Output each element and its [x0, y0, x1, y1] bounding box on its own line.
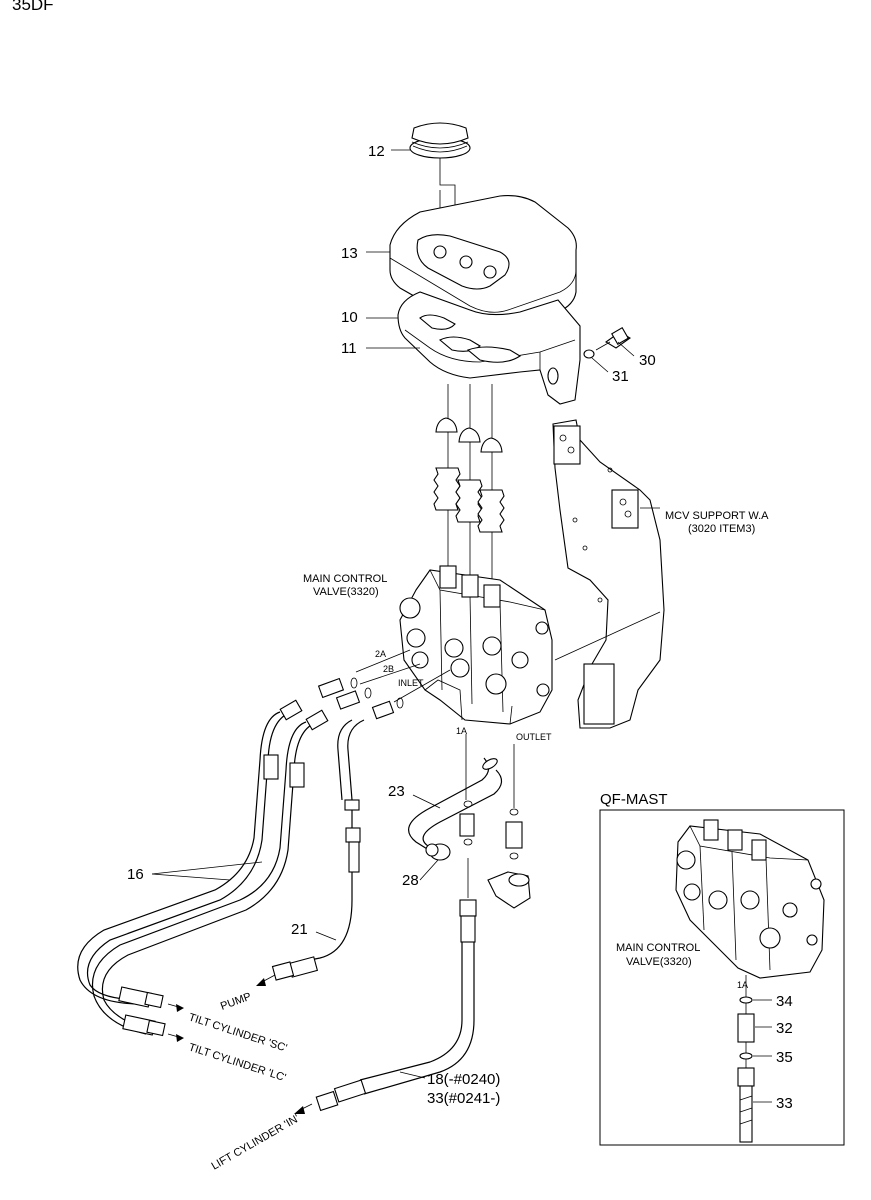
mcv-support-label-1: MCV SUPPORT W.A: [665, 510, 769, 522]
inset-title: QF-MAST: [600, 791, 668, 808]
part-30-bolt: [595, 327, 632, 351]
inset-part-34: [739, 996, 753, 1004]
callout-33-main: 33(#0241-): [427, 1090, 500, 1107]
callout-28: 28: [402, 872, 419, 889]
callout-12: 12: [368, 143, 385, 160]
page-code: 35DF: [12, 0, 54, 14]
callout-10: 10: [341, 309, 358, 326]
pump-label: PUMP: [219, 991, 253, 1013]
main-control-label-1: MAIN CONTROL: [303, 573, 387, 585]
inset-port-1a-label: 1A: [737, 980, 748, 990]
inset-part-33: [737, 1067, 755, 1143]
inset-part-32: [737, 1013, 755, 1043]
part-10-11-bracket: [397, 291, 581, 405]
callout-16: 16: [127, 866, 144, 883]
lift-in-label: LIFT CYLINDER 'IN': [210, 1113, 302, 1173]
part-23-hose: [408, 757, 503, 853]
port-adapters: [317, 677, 404, 720]
part-21-pump-hose: [271, 719, 365, 981]
callout-23: 23: [388, 783, 405, 800]
boot-caps: [435, 417, 503, 453]
mcv-support-label-2: (3020 ITEM3): [688, 523, 755, 535]
part-28-clamp: [425, 843, 451, 861]
inset-callout-34: 34: [776, 993, 793, 1010]
mcv-support: [552, 419, 665, 729]
qf-mast-inset: QF-MAST MAIN CONTROL VALVE(3320) 1A: [599, 791, 845, 1146]
inset-main-control-label-1: MAIN CONTROL: [616, 942, 700, 954]
part-12-cap: [409, 122, 471, 159]
part-16-tilt-hoses: [77, 699, 329, 1037]
part-18-lift-hose: [315, 899, 477, 1112]
inset-valve: [675, 819, 825, 979]
port-2b-label: 2B: [383, 664, 394, 674]
callout-31: 31: [612, 368, 629, 385]
bellows: [433, 467, 505, 533]
inlet-label: INLET: [398, 678, 424, 688]
part-31-washer: [583, 349, 595, 359]
port-2a-label: 2A: [375, 649, 386, 659]
inset-callout-35: 35: [776, 1049, 793, 1066]
main-control-valve: [399, 565, 553, 725]
callout-21: 21: [291, 921, 308, 938]
inset-main-control-label-2: VALVE(3320): [626, 956, 692, 968]
inset-frame: [599, 809, 845, 1146]
outlet-label: OUTLET: [516, 732, 552, 742]
inset-part-35: [739, 1052, 753, 1060]
callout-11: 11: [341, 340, 357, 357]
fittings-lower: [459, 800, 531, 909]
inset-callout-32: 32: [776, 1020, 793, 1037]
callout-18: 18(-#0240): [427, 1071, 500, 1088]
inset-callout-33: 33: [776, 1095, 793, 1112]
callout-13: 13: [341, 245, 358, 262]
port-1a-label: 1A: [456, 726, 467, 736]
main-control-label-2: VALVE(3320): [313, 586, 379, 598]
callout-30: 30: [639, 352, 656, 369]
